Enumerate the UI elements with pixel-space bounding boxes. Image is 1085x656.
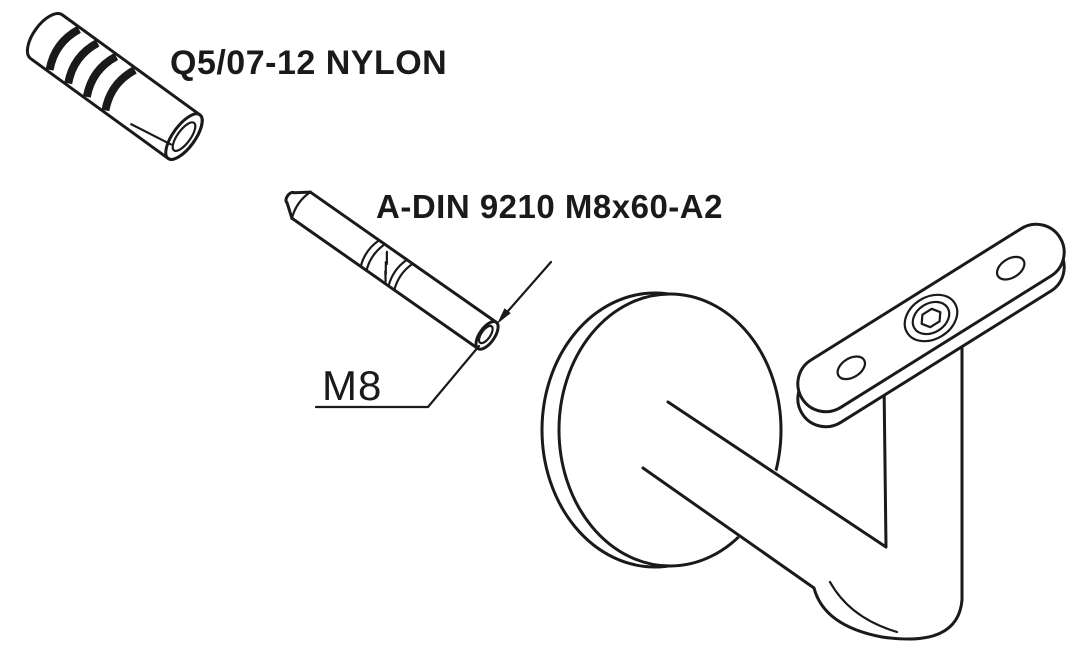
- bracket-arm-outline: [641, 331, 964, 641]
- dimension-arrow-head: [497, 308, 511, 324]
- threaded-stud-label: A-DIN 9210 M8x60-A2: [376, 188, 723, 225]
- wall-plug-ribs: [45, 25, 137, 112]
- elbow-bend-seam: [828, 580, 899, 634]
- screw-recess: [903, 293, 959, 343]
- saddle-hole-right: [995, 255, 1026, 281]
- stud-tip: [284, 190, 312, 220]
- wall-plug-slit: [130, 123, 173, 146]
- stud-tip-seam: [290, 190, 312, 220]
- saddle-hole-left: [836, 355, 867, 381]
- handrail-bracket-drawing: [540, 222, 1066, 641]
- screw-head: [911, 300, 951, 336]
- saddle-plate-top: [796, 222, 1066, 414]
- wall-plug-hole: [171, 121, 197, 152]
- dimension-arrow-shaft: [506, 260, 553, 313]
- dimension-callout: [314, 260, 553, 409]
- wall-plug-drawing: [25, 12, 204, 161]
- screw-hex-socket: [920, 307, 942, 329]
- wall-plug-label: Q5/07-12 NYLON: [170, 44, 448, 82]
- stud-end-chamfer: [477, 324, 494, 345]
- stud-shank: [290, 190, 498, 350]
- saddle-center-screw: [903, 293, 959, 343]
- bracket-arm-body: [642, 330, 962, 641]
- dimension-leader-line: [314, 344, 481, 409]
- wall-plug-end-face: [164, 112, 204, 161]
- stud-collar: [359, 239, 414, 292]
- thread-dimension-label: M8: [322, 362, 383, 409]
